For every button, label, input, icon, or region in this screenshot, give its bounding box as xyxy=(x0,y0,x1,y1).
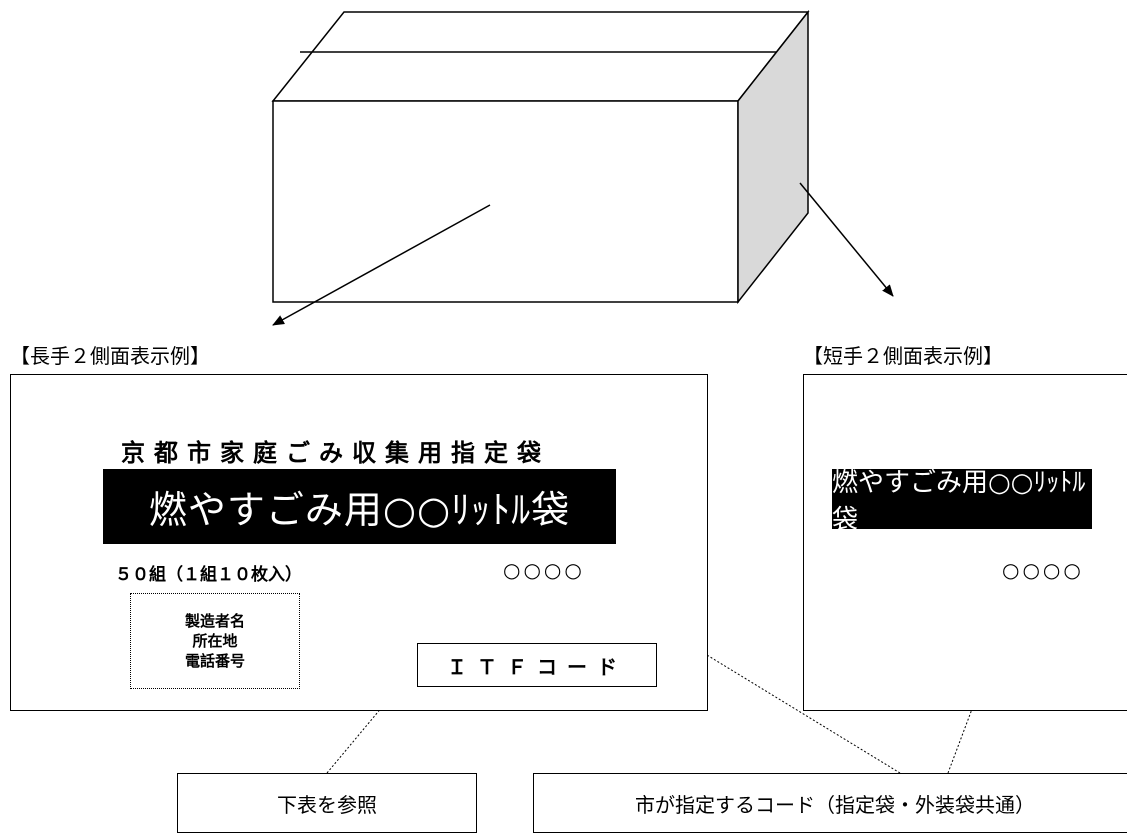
arrow-to-short-side xyxy=(799,182,894,297)
long-side-quantity: ５０組（１組１０枚入） xyxy=(115,565,302,585)
itf-code-box: ＩＴＦコード xyxy=(417,643,657,687)
manufacturer-box: 製造者名 所在地 電話番号 xyxy=(130,593,300,689)
short-side-panel: 燃やすごみ用○○ﾘｯﾄﾙ袋 ○○○○ xyxy=(803,374,1127,711)
arrow-to-long-side xyxy=(272,204,491,326)
short-side-heading: 【短手２側面表示例】 xyxy=(803,344,1003,368)
long-side-band: 燃やすごみ用○○ﾘｯﾄﾙ袋 xyxy=(103,469,616,544)
long-side-band-label: 燃やすごみ用○○ﾘｯﾄﾙ袋 xyxy=(148,488,571,532)
box-top-face xyxy=(271,11,810,102)
itf-code-label: ＩＴＦコード xyxy=(447,654,627,679)
long-side-code: ○○○○ xyxy=(503,558,585,582)
manufacturer-address: 所在地 xyxy=(192,632,238,650)
itf-note-text: 下表を参照 xyxy=(277,792,377,817)
long-side-title: 京都市家庭ごみ収集用指定袋 xyxy=(121,439,550,467)
box-front-face xyxy=(272,100,739,303)
long-side-heading: 【長手２側面表示例】 xyxy=(10,344,210,368)
code-note-callout: 市が指定するコード（指定袋・外装袋共通） xyxy=(533,773,1127,833)
code-note-text: 市が指定するコード（指定袋・外装袋共通） xyxy=(635,792,1035,817)
short-side-band-label: 燃やすごみ用○○ﾘｯﾄﾙ袋 xyxy=(832,468,1086,535)
box-side-face xyxy=(737,9,809,305)
manufacturer-name: 製造者名 xyxy=(184,612,245,630)
itf-note-callout: 下表を参照 xyxy=(177,773,477,833)
cardboard-box xyxy=(271,9,810,305)
manufacturer-phone: 電話番号 xyxy=(184,652,245,670)
short-side-band: 燃やすごみ用○○ﾘｯﾄﾙ袋 xyxy=(832,468,1092,535)
long-side-panel: 京都市家庭ごみ収集用指定袋 燃やすごみ用○○ﾘｯﾄﾙ袋 ５０組（１組１０枚入） … xyxy=(10,374,708,711)
short-side-code: ○○○○ xyxy=(1002,558,1084,582)
